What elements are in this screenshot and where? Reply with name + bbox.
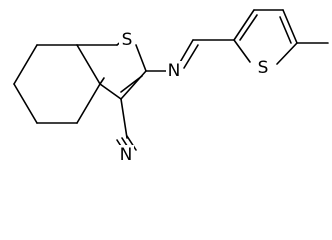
bond <box>120 70 147 100</box>
bond <box>99 77 105 85</box>
bond <box>239 14 258 41</box>
bond <box>126 135 137 151</box>
bond <box>183 44 199 69</box>
bond <box>279 16 292 44</box>
atom-label-bg <box>166 61 182 81</box>
molecule-canvas: S N S N <box>13 9 329 165</box>
bond <box>99 83 122 100</box>
bond <box>135 44 147 72</box>
methyl-thiophene-ring <box>233 9 329 65</box>
bond <box>120 98 128 139</box>
bond <box>233 39 251 63</box>
bond <box>120 75 143 93</box>
bond <box>76 44 101 85</box>
atom-label-bg <box>255 58 271 78</box>
nitrogen-atom-nitrile: N <box>120 145 133 165</box>
nitrogen-atom-imine: N <box>168 61 181 81</box>
cyclohexene-ring <box>13 44 101 124</box>
sulfur-atom-fused: S <box>122 30 133 50</box>
chemical-structure: S N S N <box>13 9 329 165</box>
atom-label-bg <box>118 145 134 165</box>
bond <box>13 44 38 85</box>
bond <box>178 39 194 65</box>
bond <box>276 42 298 65</box>
sulfur-atom-methyl-thiophene: S <box>258 58 269 78</box>
bond <box>282 9 298 44</box>
bond <box>13 83 38 124</box>
imine-linker <box>145 39 235 72</box>
atom-label-bg <box>119 30 135 50</box>
bond <box>233 9 255 41</box>
bond <box>76 83 101 124</box>
fused-thiophene-ring <box>76 39 147 100</box>
